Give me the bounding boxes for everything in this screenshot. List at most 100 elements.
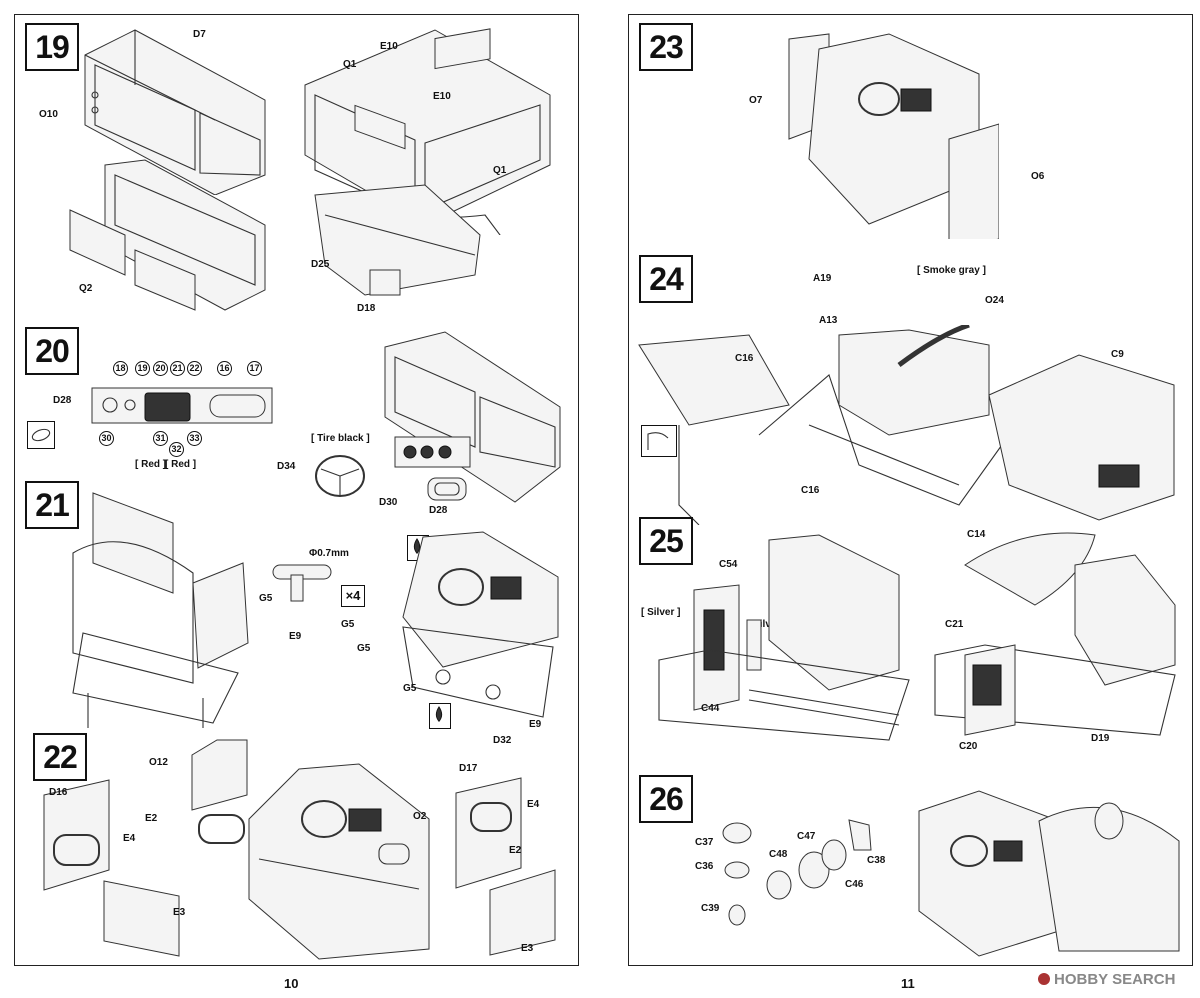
step22-left-door-panel-drawing xyxy=(99,871,189,961)
page-number: 11 xyxy=(901,976,915,991)
part-label: D34 xyxy=(277,461,296,472)
part-label: G5 xyxy=(341,619,355,630)
step26-finished-cab-drawing xyxy=(909,781,1189,961)
part-label: D18 xyxy=(357,303,376,314)
instruction-page-left: 19 D7 O10 E10 Q1 E10 Q1 xyxy=(14,14,579,966)
part-label: D28 xyxy=(429,505,448,516)
part-label: Q1 xyxy=(343,59,357,70)
part-label: D25 xyxy=(311,259,330,270)
step19-rear-frame-drawing xyxy=(65,155,275,315)
paint-icon xyxy=(429,703,451,729)
step19-cowl-drawing xyxy=(305,175,485,325)
part-label: E10 xyxy=(433,91,451,102)
part-label: E2 xyxy=(145,813,158,824)
step23-cab-side-panels-drawing xyxy=(779,29,999,239)
part-label: C47 xyxy=(797,831,816,842)
part-label: O2 xyxy=(413,811,427,822)
paint-note: [ Tire black ] xyxy=(311,433,370,444)
part-label: G5 xyxy=(259,593,273,604)
steering-wheel-drawing xyxy=(313,449,367,503)
part-label: D30 xyxy=(379,497,398,508)
part-label: E9 xyxy=(529,719,542,730)
part-label: D28 xyxy=(53,395,72,406)
part-label: D16 xyxy=(49,787,68,798)
step22-right-door-drawing xyxy=(451,773,531,893)
part-label: C44 xyxy=(701,703,720,714)
part-label: C46 xyxy=(845,879,864,890)
part-label: Q2 xyxy=(79,283,93,294)
part-label: E4 xyxy=(123,833,136,844)
part-label: C16 xyxy=(801,485,820,496)
step21-cab-front-drawing xyxy=(383,527,563,737)
part-label: C20 xyxy=(959,741,978,752)
dimension-note: Φ0.7mm xyxy=(309,548,349,559)
part-label: C16 xyxy=(735,353,754,364)
paint-note: [ Silver ] xyxy=(641,607,681,618)
part-label: C14 xyxy=(967,529,986,540)
step-number-22: 22 xyxy=(33,733,87,781)
part-label: G5 xyxy=(403,683,417,694)
part-label: C37 xyxy=(695,837,714,848)
step22-left-door-drawing xyxy=(39,775,119,895)
step-number-20: 20 xyxy=(25,327,79,375)
decal-number: 18 xyxy=(113,361,128,376)
step-number-23: 23 xyxy=(639,23,693,71)
paint-swatch-icon xyxy=(27,421,55,449)
part-label: D7 xyxy=(193,29,206,40)
decal-number: 19 xyxy=(135,361,150,376)
paint-note: [ Red ] xyxy=(165,459,197,470)
part-label: O24 xyxy=(985,295,1004,306)
paint-note: [ Red ] xyxy=(135,459,167,470)
watermark: HOBBY SEARCH xyxy=(1038,971,1175,988)
part-label: D17 xyxy=(459,763,478,774)
step22-right-door-panel-drawing xyxy=(485,865,565,960)
part-label: C39 xyxy=(701,903,720,914)
part-label: E3 xyxy=(521,943,534,954)
hobby-search-logo-icon xyxy=(1038,973,1050,985)
step-number-21: 21 xyxy=(25,481,79,529)
part-label: C38 xyxy=(867,855,886,866)
step20-gauge-cluster-drawing xyxy=(427,477,467,501)
step-number-26: 26 xyxy=(639,775,693,823)
step20-cab-assembly-drawing xyxy=(365,327,565,507)
step26-air-cleaner-parts-drawing xyxy=(719,815,879,945)
step-number-19: 19 xyxy=(25,23,79,71)
part-label: A19 xyxy=(813,273,832,284)
part-label: E10 xyxy=(380,41,398,52)
part-label: D32 xyxy=(493,735,512,746)
step21-handle-part-drawing xyxy=(263,555,343,605)
part-label: G5 xyxy=(357,643,371,654)
part-label: C21 xyxy=(945,619,964,630)
decal-number: 20 xyxy=(153,361,168,376)
decal-number: 33 xyxy=(187,431,202,446)
part-label: O12 xyxy=(149,757,168,768)
step-number-25: 25 xyxy=(639,517,693,565)
part-label: E3 xyxy=(173,907,186,918)
part-label: C36 xyxy=(695,861,714,872)
decal-number: 16 xyxy=(217,361,232,376)
decal-number: 22 xyxy=(187,361,202,376)
part-label: D19 xyxy=(1091,733,1110,744)
decal-number: 17 xyxy=(247,361,262,376)
decal-number: 21 xyxy=(170,361,185,376)
step22-right-panel-drawing xyxy=(187,735,257,855)
paint-swatch-icon xyxy=(641,425,677,457)
instruction-page-right: 23 O7 O6 24 A19 A13 [ Smoke gray ] O24 C… xyxy=(628,14,1193,966)
part-label: C9 xyxy=(1111,349,1124,360)
part-label: Q1 xyxy=(493,165,507,176)
page-number: 10 xyxy=(284,976,299,991)
part-label: A13 xyxy=(819,315,838,326)
step24-chassis-floor-drawing xyxy=(629,325,1194,525)
paint-note: [ Silver ] xyxy=(747,619,787,630)
paint-note: [ Smoke gray ] xyxy=(917,265,986,276)
part-label: O6 xyxy=(1031,171,1045,182)
part-label: C48 xyxy=(769,849,788,860)
part-label: E2 xyxy=(509,845,522,856)
step25-radiator-chassis-drawing xyxy=(649,530,919,750)
decal-number: 32 xyxy=(169,442,184,457)
decal-number: 30 xyxy=(99,431,114,446)
part-label: E9 xyxy=(289,631,302,642)
step-number-24: 24 xyxy=(639,255,693,303)
quantity-multiplier: ×4 xyxy=(341,585,365,607)
decal-number: 31 xyxy=(153,431,168,446)
